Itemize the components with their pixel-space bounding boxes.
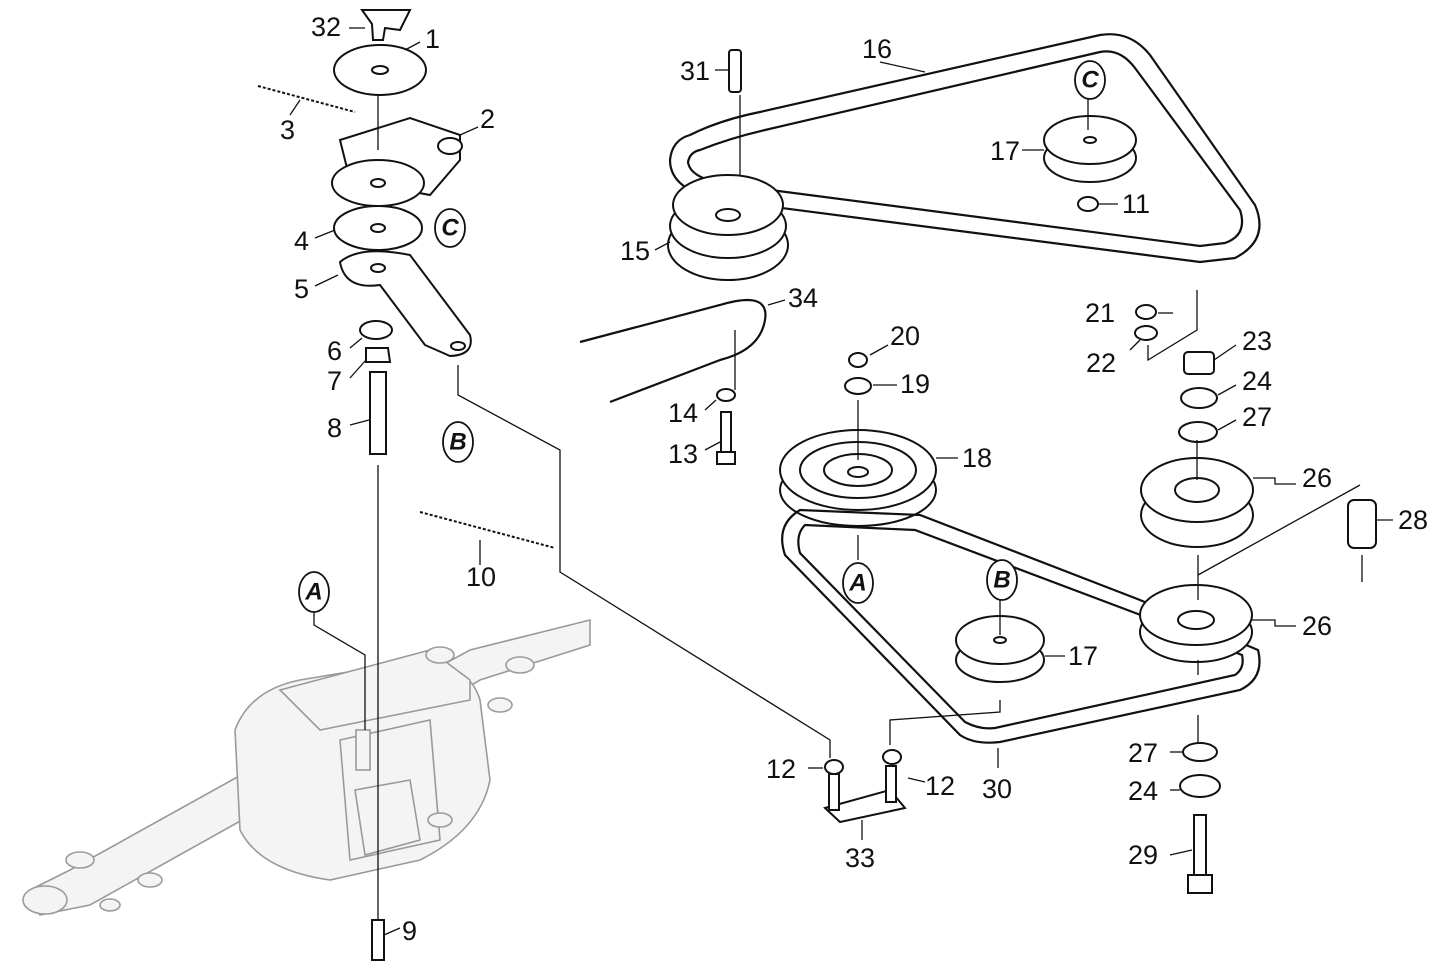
bolt-29 [1193, 814, 1207, 878]
bolt-13 [720, 411, 732, 457]
pulley-26-upper [1140, 457, 1254, 548]
pulley-17-upper [1043, 115, 1137, 183]
label-31: 31 [680, 56, 710, 86]
part-labels: 32 1 3 2 4 5 6 7 8 9 10 31 16 17 11 15 3… [280, 12, 1428, 946]
label-18: 18 [962, 443, 992, 473]
label-27a: 27 [1242, 402, 1272, 432]
belt-34 [579, 298, 767, 404]
spacer-23 [1183, 351, 1215, 375]
svg-text:B: B [993, 567, 1010, 594]
svg-text:A: A [304, 579, 322, 606]
washer-24-upper [1180, 387, 1218, 409]
transaxle-assembly [22, 618, 591, 916]
label-23: 23 [1242, 326, 1272, 356]
label-26b: 26 [1302, 611, 1332, 641]
label-17b: 17 [1068, 641, 1098, 671]
label-6: 6 [327, 336, 342, 366]
label-32: 32 [311, 12, 341, 42]
reference-mark-c-left: C [434, 208, 466, 248]
label-7: 7 [327, 366, 342, 396]
label-29: 29 [1128, 840, 1158, 870]
pulley-18 [779, 429, 937, 527]
nut-12-right [882, 749, 902, 765]
nut-20 [848, 352, 868, 368]
label-5: 5 [294, 274, 309, 304]
label-22: 22 [1086, 348, 1116, 378]
pulley-26-lower [1139, 584, 1253, 663]
reference-mark-b-left: B [442, 421, 474, 463]
label-16: 16 [862, 34, 892, 64]
label-34: 34 [788, 283, 818, 313]
washer-27-lower [1182, 742, 1218, 762]
label-20: 20 [890, 321, 920, 351]
svg-text:C: C [441, 215, 459, 242]
label-10: 10 [466, 562, 496, 592]
label-13: 13 [668, 439, 698, 469]
label-30: 30 [982, 774, 1012, 804]
label-14: 14 [668, 398, 698, 428]
linkage-stack [257, 9, 556, 961]
belt-30 [781, 508, 1261, 744]
washer-27-upper [1178, 421, 1218, 443]
nut-21 [1135, 304, 1157, 320]
label-9: 9 [402, 916, 417, 946]
label-17a: 17 [990, 136, 1020, 166]
belt-16 [668, 33, 1261, 264]
washer-24-lower [1179, 774, 1221, 798]
label-27b: 27 [1128, 738, 1158, 768]
reference-mark-b-right: B [986, 559, 1018, 601]
pulley-17-lower [955, 615, 1045, 683]
label-21: 21 [1085, 298, 1115, 328]
label-26a: 26 [1302, 463, 1332, 493]
reference-mark-a-right: A [842, 562, 874, 604]
label-8: 8 [327, 413, 342, 443]
label-4: 4 [294, 226, 309, 256]
reference-mark-a-left: A [298, 571, 330, 613]
svg-text:A: A [848, 570, 866, 597]
label-1: 1 [425, 24, 440, 54]
bracket-33 [823, 765, 907, 824]
spacer-28 [1347, 499, 1377, 549]
leader-lines [289, 27, 1393, 936]
label-24b: 24 [1128, 776, 1158, 806]
label-3: 3 [280, 115, 295, 145]
washer-19 [844, 377, 872, 395]
label-33: 33 [845, 843, 875, 873]
pulley-15 [667, 174, 789, 281]
key-31 [728, 49, 742, 93]
washer-22 [1134, 325, 1158, 341]
label-24a: 24 [1242, 366, 1272, 396]
label-28: 28 [1398, 505, 1428, 535]
label-19: 19 [900, 369, 930, 399]
svg-text:B: B [449, 429, 466, 456]
reference-mark-c-right: C [1074, 60, 1106, 100]
washer-14 [716, 388, 736, 402]
svg-text:C: C [1081, 67, 1099, 94]
label-12b: 12 [925, 771, 955, 801]
nut-11 [1077, 196, 1099, 212]
label-12a: 12 [766, 754, 796, 784]
nut-12-left [824, 759, 844, 775]
label-15: 15 [620, 236, 650, 266]
label-2: 2 [480, 104, 495, 134]
label-11: 11 [1122, 189, 1150, 219]
